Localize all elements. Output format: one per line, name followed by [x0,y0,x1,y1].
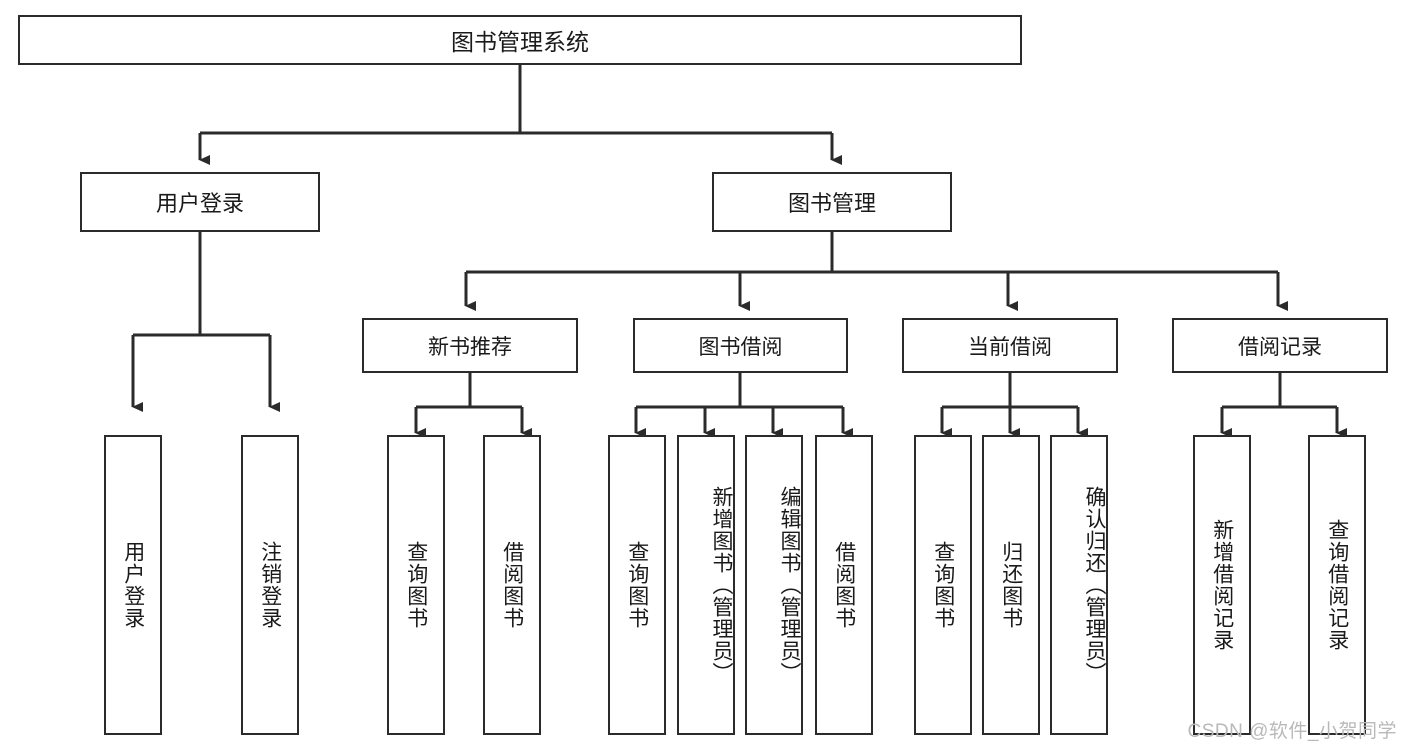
node-label: 查询图书 [404,541,428,629]
leaf-query-book-borrow[interactable]: 查询图书 [608,435,666,735]
leaf-query-book-recommend[interactable]: 查询图书 [387,435,445,735]
node-label: 查询图书 [931,541,955,629]
node-label: 注销登录 [258,541,282,629]
node-label: 查询图书 [625,541,649,629]
csdn-watermark: CSDN @软件_小贺同学 [1187,721,1397,742]
leaf-logout[interactable]: 注销登录 [241,435,299,735]
node-label: 新增图书（管理员） [710,486,733,684]
node-book-management[interactable]: 图书管理 [712,172,952,232]
node-label: 借阅记录 [1238,335,1322,359]
leaf-return-book[interactable]: 归还图书 [982,435,1040,735]
leaf-query-borrow-record[interactable]: 查询借阅记录 [1308,435,1366,735]
leaf-confirm-return-admin[interactable]: 确认归还（管理员） [1050,435,1108,735]
node-user-login[interactable]: 用户登录 [80,172,320,232]
node-label: 新书推荐 [428,335,512,359]
leaf-borrow-book[interactable]: 借阅图书 [815,435,873,735]
node-label: 新增借阅记录 [1210,519,1234,651]
node-label: 借阅图书 [500,541,524,629]
node-label: 用户登录 [121,541,145,629]
leaf-add-borrow-record[interactable]: 新增借阅记录 [1193,435,1251,735]
node-label: 用户登录 [155,191,244,216]
node-label: 确认归还（管理员） [1083,486,1106,684]
leaf-edit-book-admin[interactable]: 编辑图书（管理员） [745,435,803,735]
leaf-borrow-book-recommend[interactable]: 借阅图书 [483,435,541,735]
node-label: 当前借阅 [968,335,1052,359]
node-root-system[interactable]: 图书管理系统 [18,15,1022,65]
leaf-add-book-admin[interactable]: 新增图书（管理员） [677,435,735,735]
leaf-query-book-current[interactable]: 查询图书 [914,435,972,735]
node-label: 图书借阅 [698,335,783,359]
node-label: 图书管理系统 [451,29,589,55]
node-book-borrow[interactable]: 图书借阅 [633,318,848,373]
node-label: 查询借阅记录 [1325,519,1349,651]
node-new-book-recommend[interactable]: 新书推荐 [362,318,578,373]
node-label: 归还图书 [999,541,1023,629]
node-borrow-record[interactable]: 借阅记录 [1172,318,1388,373]
node-current-borrow[interactable]: 当前借阅 [902,318,1118,373]
node-label: 编辑图书（管理员） [778,486,801,684]
node-label: 图书管理 [787,191,876,216]
leaf-user-login[interactable]: 用户登录 [104,435,162,735]
node-label: 借阅图书 [832,541,856,629]
